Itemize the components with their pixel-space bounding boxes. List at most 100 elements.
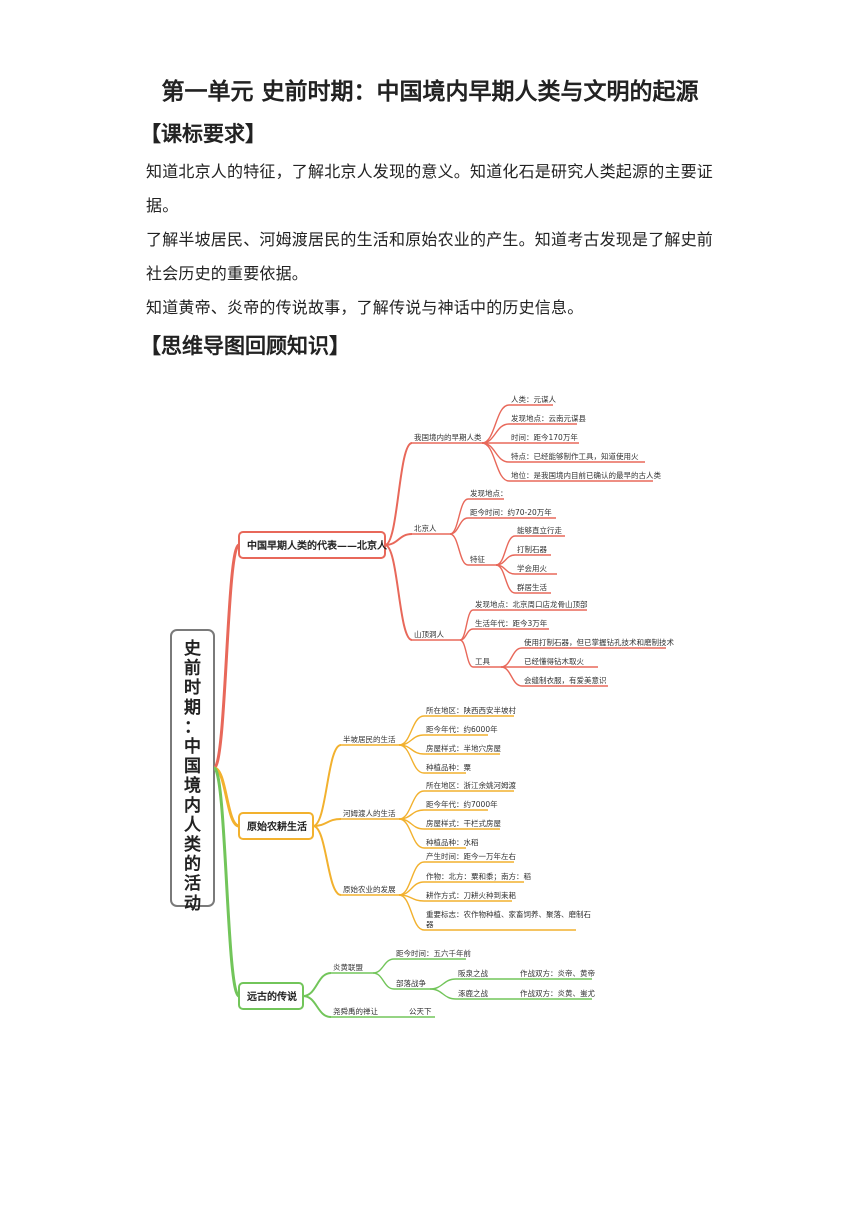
node-label: 阪泉之战 (458, 968, 488, 978)
node-label: 距今时间：五六千年前 (396, 948, 471, 958)
node-label: 所在地区：浙江余姚河姆渡 (426, 780, 516, 790)
mindmap-connector (481, 442, 510, 463)
node-label: 部落战争 (396, 978, 426, 988)
mindmap-connector (312, 818, 342, 827)
node-label: 尧舜禹的禅让 (333, 1006, 378, 1016)
mindmap-connector (449, 498, 469, 535)
mindmap-root-char: 前 (184, 658, 201, 679)
mindmap-root-char: 期 (184, 698, 201, 718)
mindmap-root-char: 史 (184, 638, 202, 659)
mindmap-root-char: 的 (184, 854, 201, 875)
node-label: 地位：是我国境内目前已确认的最早的古人类 (511, 470, 661, 480)
node-label: 重要标志：农作物种植、家畜饲养、聚落、磨制石 (426, 909, 591, 919)
mindmap-connector (213, 766, 240, 828)
mindmap-root-char: 中 (184, 736, 201, 757)
node-label: 群居生活 (517, 582, 547, 592)
node-label: 公天下 (409, 1007, 432, 1016)
mindmap-connector (398, 894, 425, 931)
node-label: 特点：已经能够制作工具，知道使用火 (511, 451, 639, 461)
paragraph-1: 知道北京人的特征，了解北京人发现的意义。知道化石是研究人类起源的主要证据。 (146, 162, 714, 215)
mindmap-connector (212, 543, 241, 770)
mindmap-connector (398, 818, 425, 849)
node-label: 会缝制衣服，有爱美意识 (524, 675, 607, 685)
mindmap-connector (302, 995, 332, 1018)
branch-box (238, 982, 304, 1010)
mindmap-connector (384, 442, 413, 546)
node-label: 发现地点：北京周口店龙骨山顶部 (475, 599, 588, 609)
node-label: 种植品种：粟 (426, 762, 471, 772)
mindmap-connector (212, 766, 241, 998)
mindmap-root-char: 时 (184, 678, 201, 698)
mindmap-connector (312, 744, 342, 827)
node-label: 房屋样式：半地穴房屋 (426, 743, 501, 753)
node-label-continued: 器 (426, 920, 434, 929)
mindmap-root-char: 动 (184, 894, 201, 914)
mindmap-connector (449, 533, 469, 566)
branch-box (238, 531, 386, 559)
mindmap-connector (500, 647, 523, 668)
node-label: 北京人 (414, 523, 437, 533)
branch-box (238, 812, 314, 840)
node-label: 原始农业的发展 (343, 884, 396, 894)
document-title: 第一单元 史前时期：中国境内早期人类与文明的起源 (161, 78, 699, 105)
node-label: 所在地区：陕西西安半坡村 (426, 705, 516, 715)
mindmap-connector (429, 988, 457, 1000)
node-label: 发现地点：云南元谋县 (511, 413, 586, 423)
node-label: 人类：元谋人 (511, 394, 556, 404)
node-label: 房屋样式：干栏式房屋 (426, 818, 501, 828)
mindmap-connector (312, 825, 342, 896)
node-label: 距今时间：约70-20万年 (470, 507, 552, 517)
node-label: 已经懂得钻木取火 (524, 656, 584, 666)
node-label: 作战双方：炎帝、黄帝 (520, 968, 595, 978)
mindmap-connector (384, 544, 413, 641)
mindmap-connector (481, 423, 510, 444)
node-label: 耕作方式：刀耕火种到耒耜 (426, 890, 516, 900)
mindmap-connector (449, 517, 469, 535)
node-label: 种植品种：水稻 (426, 837, 479, 847)
node-label: 打制石器 (517, 544, 547, 554)
mindmap-root-char: 活 (184, 873, 201, 894)
node-label: 时间：距今170万年 (511, 432, 578, 442)
mindmap-root-char: 国 (184, 757, 201, 777)
node-label: 使用打制石器，但已掌握钻孔技术和磨制技术 (524, 637, 674, 647)
mindmap-connector (398, 861, 425, 896)
node-label: 发现地点： (470, 488, 508, 498)
node-label: 河姆渡人的生活 (343, 808, 396, 818)
branch-label: 原始农耕生活 (247, 820, 307, 833)
node-label: 作物：北方：粟和黍；南方：稻 (426, 871, 531, 881)
node-label: 山顶洞人 (414, 629, 444, 639)
mindmap-connector (372, 972, 395, 990)
mindmap-root-char: 人 (184, 815, 202, 835)
node-label: 半坡居民的生活 (343, 734, 396, 744)
paragraph-2: 了解半坡居民、河姆渡居民的生活和原始农业的产生。知道考古发现是了解史前社会历史的… (146, 230, 714, 283)
node-label: 我国境内的早期人类 (414, 432, 482, 442)
node-label: 特征 (470, 554, 485, 564)
node-label: 生活年代：距今3万年 (475, 618, 548, 628)
node-label: 能够直立行走 (517, 525, 562, 535)
section-heading-curriculum: 【课标要求】 (140, 121, 266, 146)
mindmap-root-char: 内 (184, 795, 201, 816)
mindmap-connector (384, 533, 413, 546)
node-label: 学会用火 (517, 563, 547, 573)
node-label: 产生时间：距今一万年左右 (426, 851, 516, 861)
node-label: 距今年代：约6000年 (426, 724, 498, 734)
section-heading-mindmap: 【思维导图回顾知识】 (140, 333, 350, 358)
mindmap-connector (302, 972, 332, 997)
mindmap-root-char: ： (184, 717, 201, 737)
paragraph-3: 知道黄帝、炎帝的传说故事，了解传说与神话中的历史信息。 (146, 298, 584, 317)
mindmap-root-char: 境 (184, 775, 201, 796)
mindmap-connector (481, 442, 510, 482)
mindmap-connector (459, 639, 474, 668)
mindmap-root-char: 类 (184, 834, 202, 855)
mindmap-connector (372, 958, 395, 974)
branch-label: 中国早期人类的代表——北京人 (247, 539, 388, 552)
node-label: 作战双方：炎黄、蚩尤 (520, 988, 595, 998)
mindmap-connector (500, 666, 523, 687)
mindmap-connector (398, 744, 425, 774)
branch-label: 远古的传说 (247, 990, 297, 1003)
node-label: 距今年代：约7000年 (426, 799, 498, 809)
node-label: 涿鹿之战 (458, 988, 488, 998)
node-label: 工具 (475, 657, 490, 666)
